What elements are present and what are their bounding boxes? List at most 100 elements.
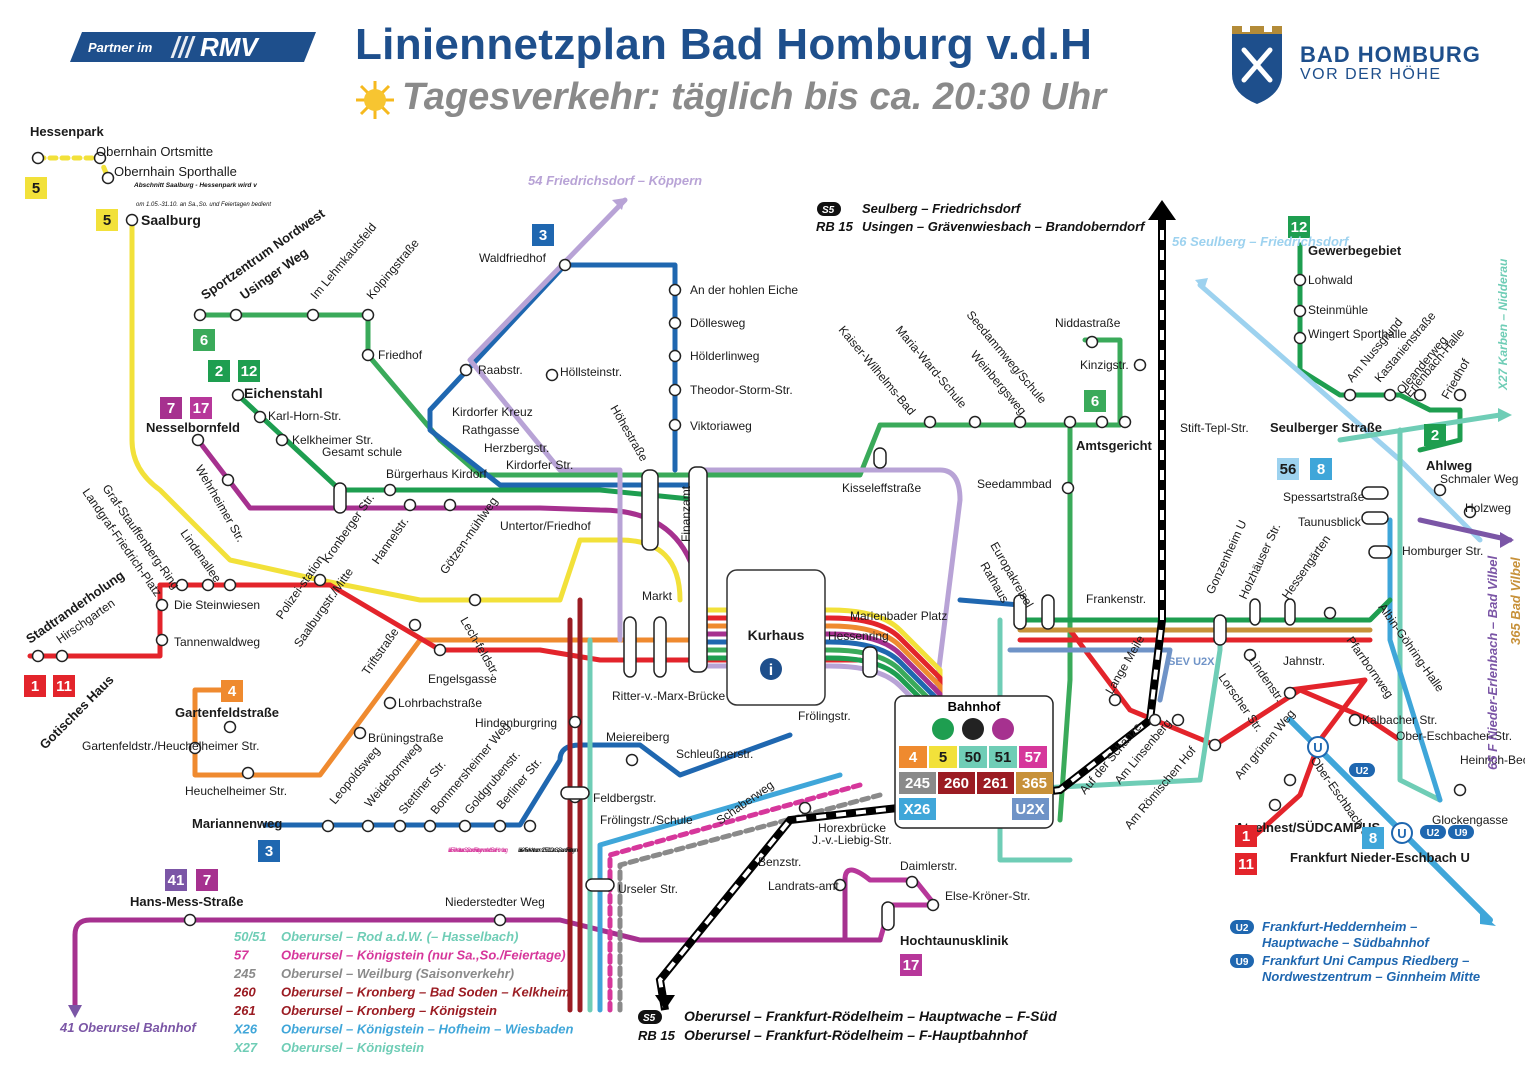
route-17-line: [842, 867, 938, 943]
stop-marker: [221, 473, 235, 487]
station-label: Obernhain Sporthalle: [114, 164, 237, 179]
station-label: Meiereiberg: [606, 730, 669, 744]
u-line-marker-label: U2: [1356, 766, 1369, 777]
stop-marker: [1383, 388, 1397, 402]
legend-line-id: 260: [233, 985, 256, 1000]
stop-marker: [668, 383, 682, 397]
stop-marker: [1171, 713, 1185, 727]
bundle-line: [697, 623, 943, 703]
stop-marker: [558, 258, 572, 272]
route-x26-line: [597, 772, 843, 1013]
destination-label: Usingen – Grävenwiesbach – Brandoberndor…: [862, 219, 1146, 234]
line-badge-11: [1235, 853, 1257, 875]
station-label: Hochtaunusklinik: [900, 933, 1009, 948]
s5-badge: [638, 1010, 662, 1024]
station-label: Eichenstahl: [244, 385, 323, 401]
line-badge-2: [1424, 424, 1446, 446]
stop-marker: [568, 715, 582, 729]
station-label: Döllesweg: [690, 316, 745, 330]
stop-platform: [653, 616, 667, 678]
stop-marker: [1293, 304, 1307, 318]
rmv-partner-logo: Partner im RMV: [70, 32, 316, 62]
route-3-line: [562, 262, 678, 473]
u-bahn-icon: [1391, 822, 1413, 844]
station-label: Glockengasse: [1432, 813, 1508, 827]
line-badge-label: 2: [1431, 427, 1439, 444]
station-label: Hessenring: [828, 629, 889, 643]
bundle-line: [697, 607, 943, 703]
station-label: Hölderlinweg: [690, 349, 759, 363]
legend-line-text: Oberursel – Königstein: [281, 1040, 424, 1055]
u-bahn-icon-glyph: U: [1397, 826, 1406, 841]
line-badge-8: [1310, 458, 1332, 480]
destination-label: 54 Friedrichsdorf – Köppern: [528, 173, 702, 188]
u-line-marker: [1420, 825, 1446, 839]
stop-marker: [408, 618, 422, 632]
station-label: Tannenwaldweg: [174, 635, 260, 649]
stop-marker: [459, 363, 473, 377]
route-3-line: [262, 732, 793, 828]
station-label: Else-Kröner-Str.: [945, 889, 1030, 903]
u-line-marker-label: U9: [1455, 828, 1468, 839]
bahnhof-line-label: 245: [905, 775, 930, 792]
arrow-41-icon: [1500, 532, 1514, 548]
line-badge-label: 12: [241, 363, 258, 380]
station-label: Atzelnest/SÜDCAMPUS: [1235, 820, 1381, 835]
bahnhof-line-label: U2X: [1015, 801, 1044, 818]
stop-marker: [229, 308, 243, 322]
line-badge-17: [190, 397, 212, 419]
stop-marker: [968, 415, 982, 429]
route-57-line: [607, 782, 863, 1013]
stop-marker: [125, 213, 139, 227]
stop-marker: [1293, 331, 1307, 345]
line-badge-label: 6: [1091, 393, 1099, 410]
station-label: Seedammbad: [977, 477, 1052, 491]
kurhaus-building: [726, 569, 826, 706]
station-label: Lindenallee: [178, 527, 225, 586]
sun-icon: [356, 81, 394, 119]
bahnhof-line-label: 365: [1022, 775, 1047, 792]
destination-label: RB 15: [638, 1028, 676, 1043]
u-line-badge: [1230, 954, 1254, 968]
bahnhof-line-label: 57: [1025, 749, 1042, 766]
destination-label: 41 Oberursel Bahnhof: [59, 1020, 197, 1035]
stop-capsule: [560, 786, 590, 800]
line-badge-3: [258, 840, 280, 862]
bahnhof-line-badge: [977, 772, 1014, 794]
line-badge-label: 2: [215, 363, 223, 380]
station-label: Lohwald: [1308, 273, 1353, 287]
station-label: Steinmühle: [1308, 303, 1368, 317]
bahnhof-line-badge: [989, 746, 1017, 768]
stop-marker: [458, 819, 472, 833]
line-badge-5: [96, 209, 118, 231]
station-label: Amtsgericht: [1076, 438, 1153, 453]
stop-marker: [1268, 798, 1282, 812]
u-line-id: U2: [1236, 923, 1249, 934]
stop-marker: [193, 308, 207, 322]
stop-marker: [175, 578, 189, 592]
saalburg-note: Abschnitt Saalburg - Hessenpark wird v: [133, 182, 257, 189]
s-bahn-icon: [932, 718, 954, 740]
arrow-54-icon: [612, 198, 625, 210]
bahnhof-line-label: 51: [995, 749, 1012, 766]
stop-marker: [1433, 483, 1447, 497]
bahnhof-line-badge: [1016, 772, 1053, 794]
station-label: Am grünen Weg: [1232, 707, 1298, 782]
station-label: Kelkheimer Str.: [292, 433, 373, 447]
destination-label: Oberursel – Frankfurt-Rödelheim – F-Haup…: [684, 1027, 1028, 1043]
stop-capsule: [1249, 598, 1261, 626]
line-badges: 553621271712625684111341717111854: [24, 177, 1446, 976]
station-label: Hessengärten: [1279, 532, 1333, 601]
station-label: J.-v.-Liebig-Str.: [812, 833, 892, 847]
stop-marker: [668, 283, 682, 297]
stop-capsule: [862, 646, 878, 678]
stops: [31, 151, 1477, 931]
u-line-text: Nordwestzentrum – Ginnheim Mitte: [1262, 969, 1480, 984]
route-2-line: [1297, 242, 1463, 453]
stop-platform: [641, 469, 659, 551]
station-label: Schaberweg: [714, 778, 777, 828]
route-x27-line: [1337, 412, 1503, 443]
stop-capsule: [585, 878, 615, 892]
stop-marker: [625, 753, 639, 767]
stop-marker: [393, 819, 407, 833]
